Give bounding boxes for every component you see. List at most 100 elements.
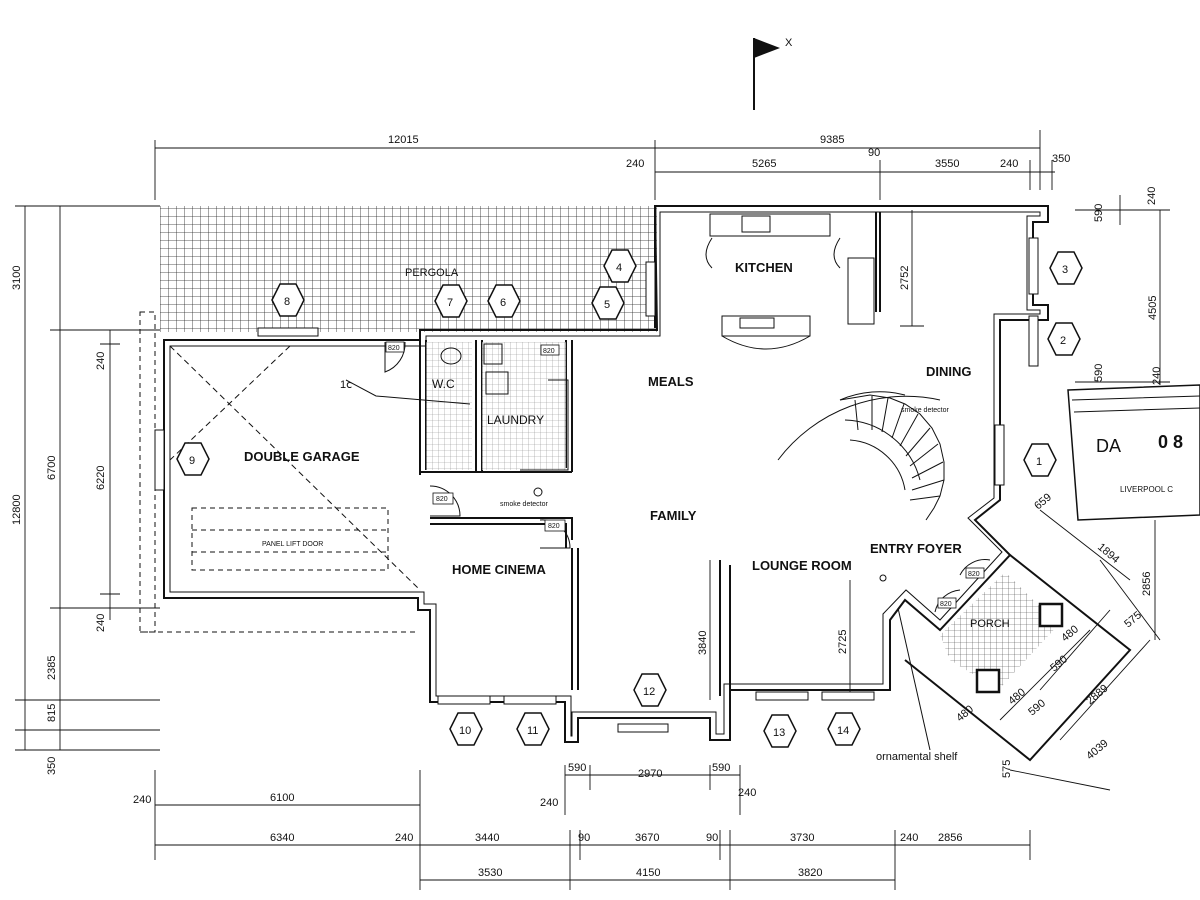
dim: 12800 <box>11 494 23 525</box>
door-tag: 820 <box>548 523 560 530</box>
window-tag-hex: 9 <box>176 442 210 476</box>
window-tag-hex: 2 <box>1047 322 1081 356</box>
dim: 5265 <box>752 158 776 170</box>
svg-text:5: 5 <box>604 299 610 311</box>
svg-text:2: 2 <box>1060 335 1066 347</box>
window-tag-hex: 5 <box>591 286 625 320</box>
laundry-label: LAUNDRY <box>487 413 544 427</box>
double-garage-label: DOUBLE GARAGE <box>244 449 360 464</box>
svg-text:8: 8 <box>284 296 290 308</box>
dim: 350 <box>1052 153 1070 165</box>
dim: 1894 <box>1095 541 1121 566</box>
dim: 815 <box>46 704 58 722</box>
dim: 590 <box>1026 697 1048 718</box>
svg-text:14: 14 <box>837 725 849 737</box>
north-arrow-icon <box>753 38 780 110</box>
dim: 240 <box>900 832 918 844</box>
windows <box>154 237 1039 733</box>
dim: 240 <box>738 787 756 799</box>
dim: 2856 <box>1141 572 1153 596</box>
stamp-number: 0 8 <box>1158 432 1183 452</box>
smoke-detector-family: smoke detector <box>500 501 549 508</box>
stamp-council: LIVERPOOL C <box>1120 485 1173 494</box>
family-label: FAMILY <box>650 508 697 523</box>
dim: 240 <box>95 352 107 370</box>
smoke-detector-icon <box>533 487 543 497</box>
dim: 350 <box>46 757 58 775</box>
svg-text:13: 13 <box>773 727 785 739</box>
wet-areas <box>426 342 569 471</box>
dim: 6100 <box>270 792 294 804</box>
dim: 240 <box>1146 187 1158 205</box>
dim: 2970 <box>638 768 662 780</box>
dim: 2856 <box>938 832 962 844</box>
svg-text:11: 11 <box>527 725 538 737</box>
door-tag: 820 <box>436 496 448 503</box>
door-tags: 820 820 820 820 820 820 <box>385 341 985 609</box>
dim: 2725 <box>837 630 849 654</box>
dim: 590 <box>712 762 730 774</box>
svg-text:12: 12 <box>643 686 655 698</box>
home-cinema-label: HOME CINEMA <box>452 562 547 577</box>
kitchen-fittings <box>705 213 875 350</box>
dim: 6700 <box>46 456 58 480</box>
ornamental-shelf-line <box>897 607 931 751</box>
approval-stamp <box>1067 384 1200 521</box>
dim: 90 <box>706 832 718 844</box>
dim: 480 <box>954 703 976 724</box>
window-tag-hex: 10 <box>449 712 483 746</box>
door-tag: 820 <box>543 348 555 355</box>
svg-text:7: 7 <box>447 297 453 309</box>
dim: 2752 <box>899 266 911 290</box>
dim: 240 <box>626 158 644 170</box>
dim: 3100 <box>11 266 23 290</box>
pergola-label: PERGOLA <box>405 267 459 279</box>
window-tag-hex: 12 <box>633 673 667 707</box>
dim: 590 <box>1093 364 1105 382</box>
porch-area <box>940 572 1058 690</box>
dim: 575 <box>1001 760 1013 778</box>
dim: 590 <box>1093 204 1105 222</box>
svg-text:6: 6 <box>500 297 506 309</box>
dim: 6340 <box>270 832 294 844</box>
panel-lift-door-label: PANEL LIFT DOOR <box>262 541 323 548</box>
wc-label: W.C <box>432 377 455 391</box>
dim: 2889 <box>1084 682 1110 707</box>
svg-text:9: 9 <box>189 455 195 467</box>
svg-text:10: 10 <box>459 725 471 737</box>
dim: 3820 <box>798 867 822 879</box>
window-tag-hex: 14 <box>827 712 861 746</box>
door-tag: 820 <box>388 345 400 352</box>
dining-label: DINING <box>926 364 972 379</box>
dim: 590 <box>568 762 586 774</box>
dim: 90 <box>578 832 590 844</box>
dim: 4505 <box>1147 296 1159 320</box>
window-tag-hex: 13 <box>763 714 797 748</box>
dim: 3530 <box>478 867 502 879</box>
garage-details <box>139 311 421 633</box>
smoke-detector-dining: smoke detector <box>901 407 950 414</box>
post-icon <box>879 574 887 582</box>
svg-text:4: 4 <box>616 262 622 274</box>
entry-foyer-label: ENTRY FOYER <box>870 541 962 556</box>
kitchen-label: KITCHEN <box>735 260 793 275</box>
svg-text:1: 1 <box>1036 456 1042 468</box>
dim: 3730 <box>790 832 814 844</box>
hand-note: 1ⅽ <box>340 379 352 391</box>
lounge-room-label: LOUNGE ROOM <box>752 558 852 573</box>
dim: 3440 <box>475 832 499 844</box>
dim: 3670 <box>635 832 659 844</box>
door-tag: 820 <box>940 601 952 608</box>
dim: 2385 <box>46 656 58 680</box>
window-tag-hex: 8 <box>271 283 305 317</box>
window-tag-hex: 3 <box>1049 251 1083 285</box>
door-tag: 820 <box>968 571 980 578</box>
porch-columns <box>904 554 1132 762</box>
dim: 240 <box>95 614 107 632</box>
window-tag-hex: 6 <box>487 284 521 318</box>
svg-text:3: 3 <box>1062 264 1068 276</box>
pergola-area <box>160 206 657 332</box>
dim: 480 <box>1006 686 1028 707</box>
dim: 90 <box>868 147 880 159</box>
